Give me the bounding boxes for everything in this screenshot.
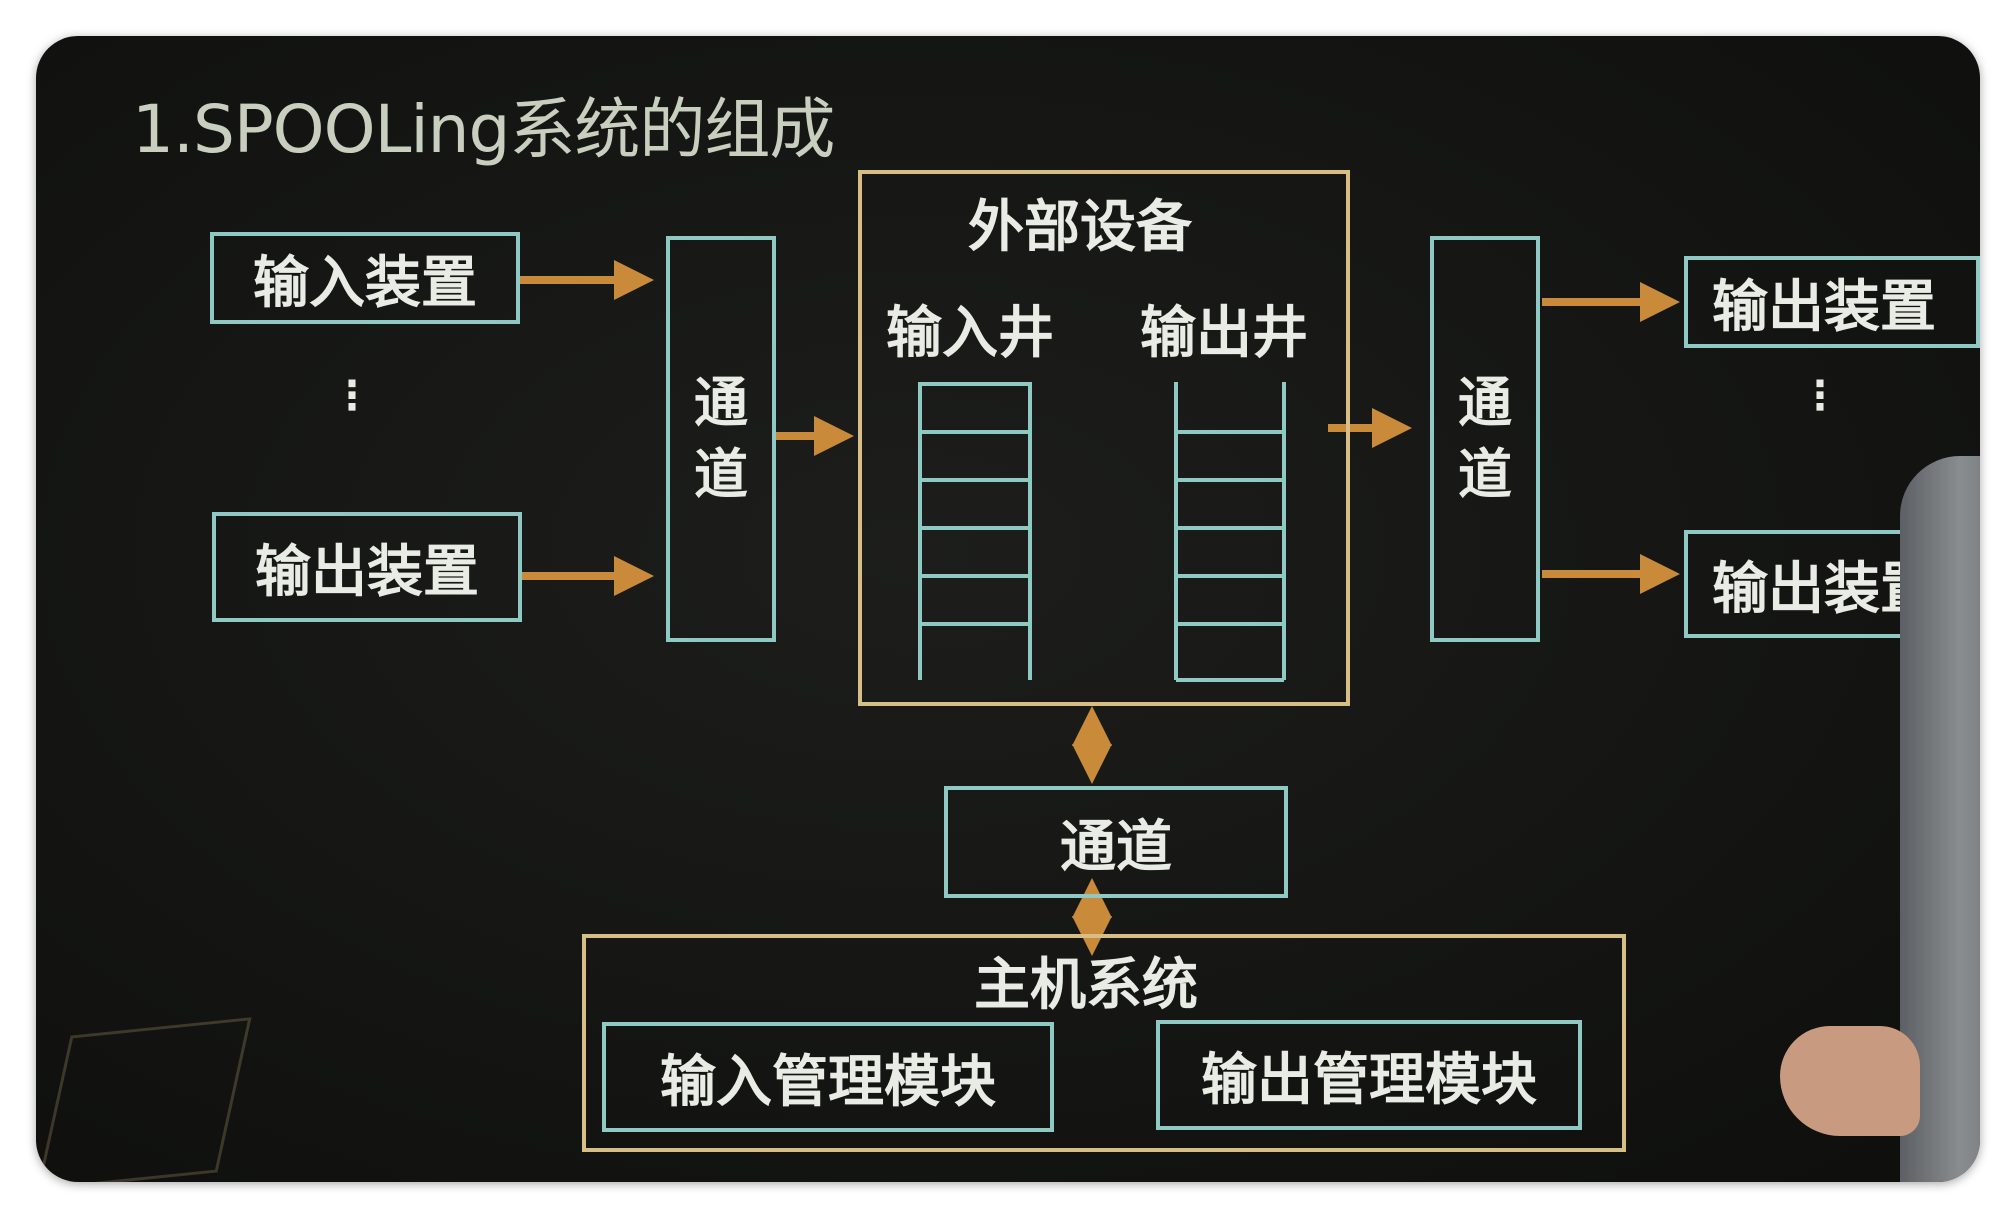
bottom-channel-label: 通道 — [1060, 814, 1172, 880]
connector-arrows — [520, 260, 1680, 956]
input-module-label: 输入管理模块 — [660, 1049, 996, 1115]
bottom-channel-box: 通道 — [944, 786, 1288, 898]
diagram-canvas: 1.SPOOLing系统的组成 — [36, 36, 1980, 1182]
output-well-label: 输出井 — [1140, 301, 1308, 366]
input-device-label: 输入装置 — [253, 250, 477, 316]
right-ellipsis: ⋮ — [1800, 373, 1840, 419]
external-devices-title: 外部设备 — [968, 195, 1192, 260]
left-channel-char-1: 通 — [694, 371, 748, 434]
host-system-box — [582, 934, 1626, 1152]
input-well-label: 输入井 — [886, 301, 1054, 366]
diagram-title: 1.SPOOLing系统的组成 — [132, 91, 835, 168]
right-channel-char-2: 道 — [1458, 443, 1512, 506]
output-module-box: 输出管理模块 — [1156, 1020, 1582, 1130]
right-channel-box: 通 道 — [1430, 236, 1540, 642]
left-ellipsis: ⋮ — [332, 373, 372, 419]
right-channel-char-1: 通 — [1458, 371, 1512, 434]
input-device-box: 输入装置 — [210, 232, 520, 324]
output-well-ladder — [1174, 382, 1286, 682]
external-devices-box — [858, 170, 1350, 706]
output-module-label: 输出管理模块 — [1201, 1047, 1537, 1113]
output-device-box-left: 输出装置 — [212, 512, 522, 622]
desk-paper — [36, 1017, 252, 1182]
presenter-hand — [1780, 1026, 1920, 1136]
output-device-label-right-top: 输出装置 — [1712, 274, 1936, 340]
output-device-label-left: 输出装置 — [255, 539, 479, 605]
output-device-label-right-bottom: 输出装置 — [1712, 556, 1936, 622]
host-system-title: 主机系统 — [974, 953, 1198, 1018]
left-channel-box: 通 道 — [666, 236, 776, 642]
output-device-box-right-top: 输出装置 — [1684, 256, 1980, 348]
left-channel-char-2: 道 — [694, 443, 748, 506]
input-module-box: 输入管理模块 — [602, 1022, 1054, 1132]
input-well-ladder — [918, 382, 1032, 680]
